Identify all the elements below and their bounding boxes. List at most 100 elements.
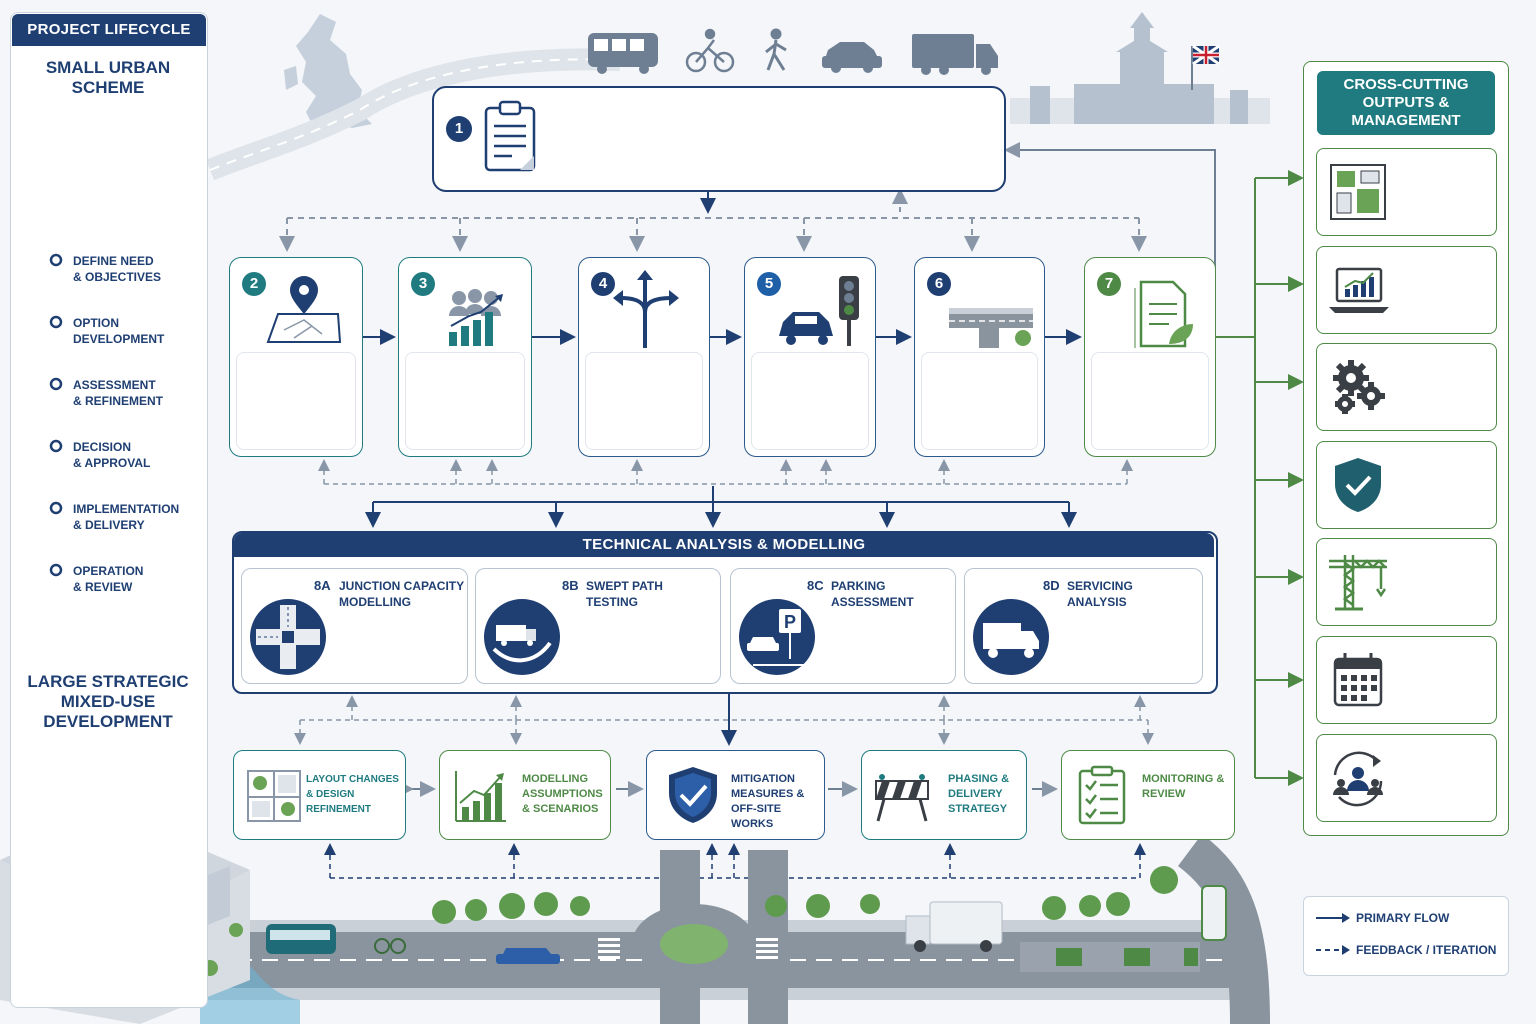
tech-code: 8D [1043,578,1060,593]
car-icon [822,42,882,73]
stage-7-card[interactable]: 7 [1084,257,1216,457]
phasing-delivery-card[interactable]: PHASING & DELIVERY STRATEGY [861,750,1027,840]
lifecycle-header: PROJECT LIFECYCLE [12,14,206,46]
legend-line-samples [1316,913,1350,955]
stage-number-badge: 5 [757,272,781,296]
tech-card-parking[interactable]: 8C PARKING ASSESSMENT P [730,568,956,684]
output-site-plan[interactable] [1316,148,1497,236]
lifecycle-step-assessment: ASSESSMENT & REFINEMENT [73,378,163,408]
uk-map-illustration [284,14,372,128]
stage-5-card[interactable]: 5 [744,257,876,457]
stage-3-content [405,352,525,450]
car-traffic-light-icon [779,276,859,346]
svg-text:P: P [784,612,796,632]
legend-primary-flow: PRIMARY FLOW [1356,911,1450,925]
stage-5-content [751,352,869,450]
tech-code: 8C [807,578,824,593]
map-pin-icon [266,276,342,343]
barrier-icon [875,774,929,822]
truck-path-icon [484,599,560,675]
parking-icon: P [739,599,815,675]
output-programme[interactable] [1316,636,1497,724]
growth-chart-icon [455,771,506,822]
calendar-icon [1333,653,1383,707]
small-scheme-title: SMALL URBAN SCHEME [45,58,171,97]
stage-4-card[interactable]: 4 [578,257,710,457]
lifecycle-step-option-development: OPTION DEVELOPMENT [73,316,165,346]
stage-number-badge: 2 [242,272,266,296]
checklist-icon [1078,765,1126,825]
people-growth-icon [449,289,503,346]
pedestrian-icon [765,28,787,71]
people-cycle-icon [1333,751,1383,807]
gears-icon [1333,360,1385,414]
mitigation-measures-label: MITIGATION MEASURES & OFF-SITE WORKS [731,773,805,830]
layout-plan-icon [247,770,301,822]
stage-6-card[interactable]: 6 [914,257,1045,457]
tech-label: SWEPT PATH TESTING [586,579,663,609]
lifecycle-step-implementation: IMPLEMENTATION & DELIVERY [73,502,180,532]
layout-changes-label: LAYOUT CHANGES & DESIGN REFINEMENT [306,774,399,815]
output-safety[interactable] [1316,441,1497,529]
mitigation-measures-card[interactable]: MITIGATION MEASURES & OFF-SITE WORKS [646,750,825,840]
tech-label: JUNCTION CAPACITY MODELLING [339,579,465,609]
stage-number-badge: 1 [446,116,472,142]
street-scene-illustration [200,834,1270,1024]
junction-icon [250,599,326,675]
document-leaf-icon [1134,280,1193,348]
site-plan-icon [1330,164,1386,220]
junction-icon [949,308,1033,348]
lorry-icon [912,34,998,75]
modelling-assumptions-card[interactable]: MODELLING ASSUMPTIONS & SCENARIOS [439,750,611,840]
lifecycle-step-define-need: DEFINE NEED & OBJECTIVES [73,254,162,284]
lifecycle-step-decision: DECISION & APPROVAL [73,440,151,470]
truck-icon [973,599,1049,675]
output-process[interactable] [1316,343,1497,431]
modelling-assumptions-label: MODELLING ASSUMPTIONS & SCENARIOS [522,773,603,815]
civic-building-illustration [1010,12,1270,124]
stage-number-badge: 3 [411,272,435,296]
monitoring-review-card[interactable]: MONITORING & REVIEW [1061,750,1235,840]
stage-2-card[interactable]: 2 [229,257,363,457]
large-development-title: LARGE STRATEGIC MIXED-USE DEVELOPMENT [27,672,189,731]
tech-label: SERVICING ANALYSIS [1067,579,1133,609]
tech-card-servicing[interactable]: 8D SERVICING ANALYSIS [964,568,1203,684]
output-construction[interactable] [1316,538,1497,626]
union-flag-icon [1192,44,1220,66]
stage-number-badge: 7 [1097,272,1121,296]
monitoring-review-label: MONITORING & REVIEW [1142,773,1225,800]
cyclist-icon [685,28,735,73]
phasing-delivery-label: PHASING & DELIVERY STRATEGY [948,773,1010,815]
shield-check-icon [669,767,717,823]
stage-3-card[interactable]: 3 [398,257,532,457]
shield-check-icon [1335,458,1381,512]
stage-number-badge: 4 [591,272,615,296]
project-lifecycle-panel [10,12,208,1008]
crane-icon [1329,555,1387,611]
laptop-chart-icon [1329,267,1389,313]
stage-1-box[interactable]: 1 [432,86,1006,192]
stage-2-content [236,352,356,450]
tech-code: 8B [562,578,579,593]
bus-icon [588,33,658,74]
tech-card-junction-capacity[interactable]: 8A JUNCTION CAPACITY MODELLING [241,568,468,684]
stage-6-content [921,352,1038,450]
legend [1303,896,1509,976]
legend-feedback-iteration: FEEDBACK / ITERATION [1356,943,1497,957]
cross-cutting-header: CROSS-CUTTING OUTPUTS & MANAGEMENT [1317,71,1495,135]
technical-analysis-title: TECHNICAL ANALYSIS & MODELLING [234,533,1214,557]
lifecycle-step-operation: OPERATION & REVIEW [73,564,144,594]
lifecycle-dots [49,253,63,577]
output-stakeholders[interactable] [1316,734,1497,822]
stage-7-content [1091,352,1209,450]
layout-changes-card[interactable]: LAYOUT CHANGES & DESIGN REFINEMENT [233,750,406,840]
tech-card-swept-path[interactable]: 8B SWEPT PATH TESTING [475,568,721,684]
clipboard-icon [484,100,536,172]
output-reporting[interactable] [1316,246,1497,334]
tech-label: PARKING ASSESSMENT [831,579,914,609]
route-options-icon [613,270,679,348]
stage-4-content [585,352,703,450]
stage-number-badge: 6 [927,272,951,296]
tech-code: 8A [314,578,331,593]
